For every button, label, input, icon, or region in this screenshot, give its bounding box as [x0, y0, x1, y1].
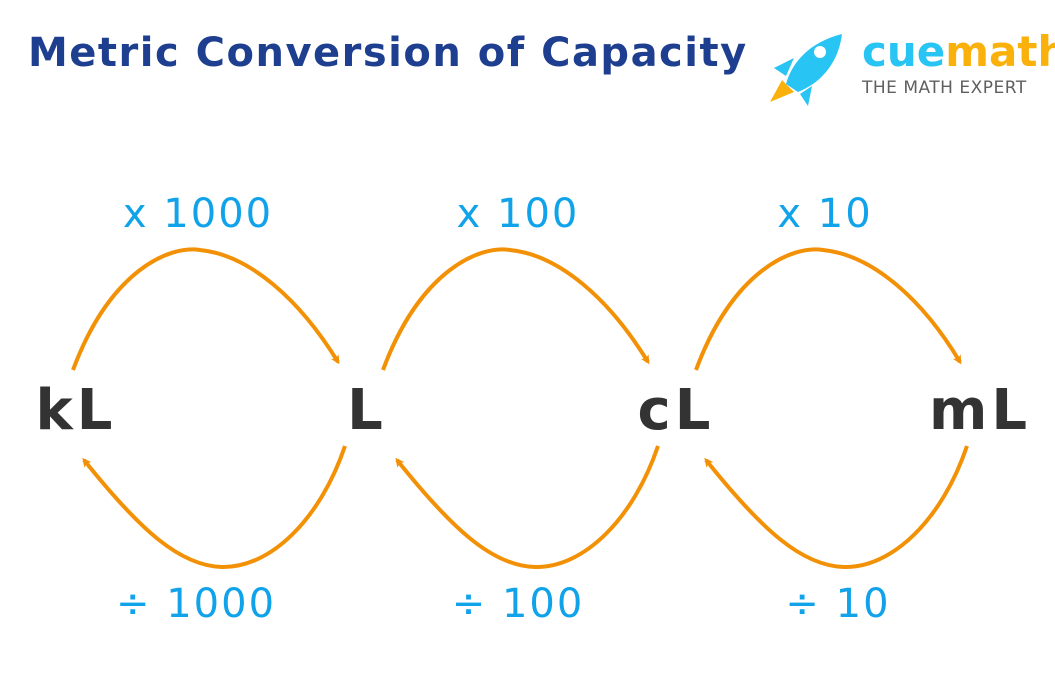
brand-tagline: THE MATH EXPERT: [862, 78, 1027, 98]
multiply-label-l-to-cl: x 100: [456, 191, 580, 237]
divide-arrow-cl-to-l: [395, 445, 660, 570]
multiply-arrow-cl-to-ml: [694, 247, 962, 371]
unit-cl: cL: [637, 378, 715, 443]
divide-arrow-ml-to-cl: [704, 445, 969, 570]
multiply-label-cl-to-ml: x 10: [777, 191, 873, 237]
divide-arrow-l-to-kl: [82, 445, 347, 570]
brand-name: cuemath: [862, 30, 1055, 74]
page-title: Metric Conversion of Capacity: [28, 30, 748, 76]
multiply-arrow-l-to-cl: [381, 247, 650, 371]
multiply-arrow-kl-to-l: [71, 247, 340, 371]
brand-name-math: math: [945, 27, 1055, 76]
divide-label-cl-to-l: ÷ 100: [451, 581, 585, 627]
divide-label-ml-to-cl: ÷ 10: [785, 581, 891, 627]
unit-l: L: [347, 378, 387, 443]
multiply-label-kl-to-l: x 1000: [122, 191, 274, 237]
brand-name-cue: cue: [862, 27, 946, 76]
unit-kl: kL: [35, 378, 117, 443]
unit-ml: mL: [928, 378, 1032, 443]
rocket-icon: [770, 34, 842, 106]
divide-label-l-to-kl: ÷ 1000: [115, 581, 277, 627]
cuemath-logo: cuemath THE MATH EXPERT: [768, 28, 1055, 108]
